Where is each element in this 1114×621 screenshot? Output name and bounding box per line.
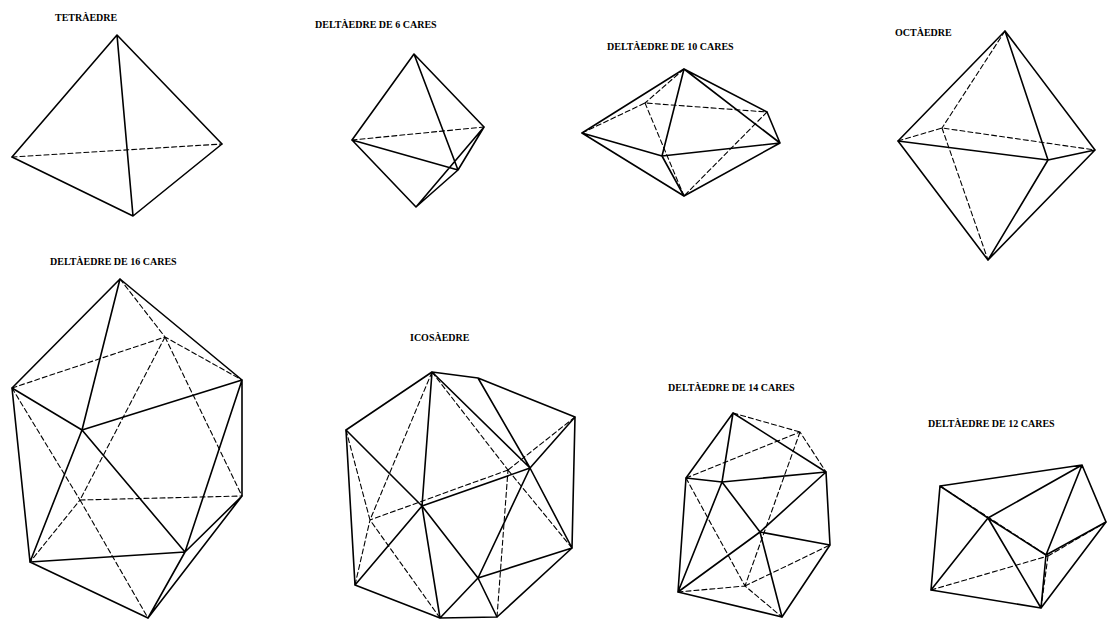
icosahedron-hidden-edges <box>346 372 575 618</box>
deltahedron-6-edges <box>352 54 484 207</box>
tetrahedron-hidden-edges <box>12 144 222 157</box>
deltahedron-10-edges <box>582 69 780 196</box>
figure-title: TETRÀEDRE <box>55 12 117 23</box>
deltahedron-12-edges <box>931 465 1106 608</box>
octahedron-hidden-edges <box>898 31 1095 260</box>
icosahedron-edges <box>346 372 575 618</box>
deltahedron-10-hidden-edges <box>582 69 767 196</box>
figure-title: OCTÀEDRE <box>895 27 952 38</box>
deltahedron-14-hidden-edges <box>678 413 830 617</box>
deltahedron-16-hidden-edges <box>12 279 242 618</box>
deltahedron-12-hidden-edges <box>931 486 1106 608</box>
deltahedron-14-edges <box>678 413 830 617</box>
deltahedron-6-hidden-edges <box>352 127 484 140</box>
tetrahedron-edges <box>12 35 222 216</box>
figure-title: DELTÀEDRE DE 14 CARES <box>668 382 795 393</box>
octahedron-edges <box>898 31 1095 260</box>
figure-title: DELTÀEDRE DE 6 CARES <box>315 19 437 30</box>
figure-title: DELTÀEDRE DE 12 CARES <box>928 418 1055 429</box>
figure-title: DELTÀEDRE DE 10 CARES <box>607 41 734 52</box>
deltahedron-16-edges <box>12 279 242 618</box>
figure-title: ICOSÀEDRE <box>410 332 469 343</box>
figure-title: DELTÀEDRE DE 16 CARES <box>50 256 177 267</box>
